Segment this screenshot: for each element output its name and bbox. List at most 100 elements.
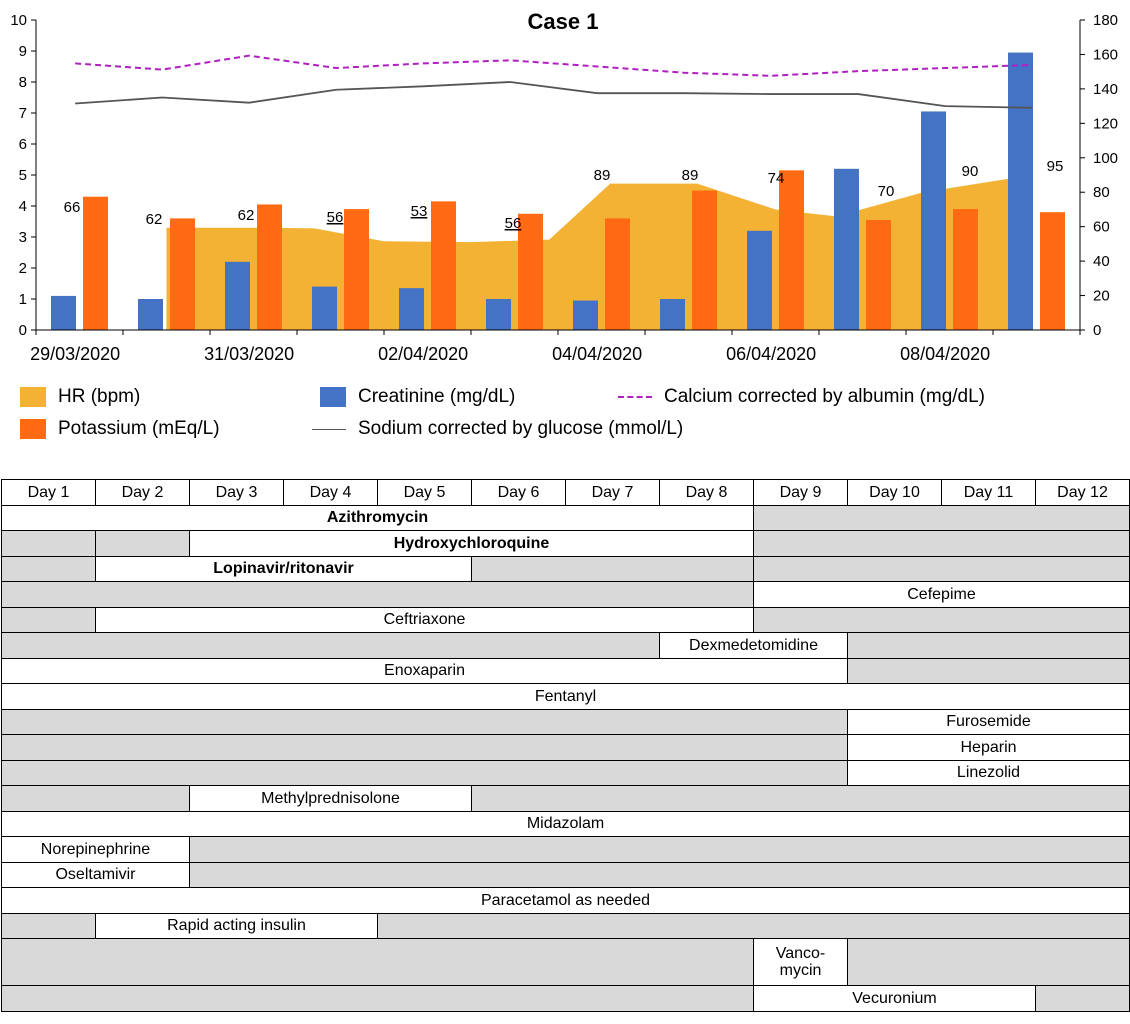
potassium-bar — [518, 213, 543, 330]
medication-inactive-cell — [1, 985, 754, 1012]
hr-data-label: 66 — [64, 199, 81, 216]
medication-active-cell: Midazolam — [1, 810, 1130, 837]
right-axis-tick-label: 80 — [1093, 184, 1110, 201]
day-header-cell: Day 1 — [1, 479, 96, 506]
creatinine-bar — [747, 230, 772, 330]
medication-inactive-cell — [1, 759, 848, 786]
medication-inactive-cell — [1, 912, 96, 939]
potassium-bar — [953, 209, 978, 330]
left-axis-tick-label: 5 — [19, 167, 27, 184]
legend-swatch-hr — [20, 387, 46, 407]
right-axis-tick-label: 120 — [1093, 115, 1118, 132]
table-row: Azithromycin — [1, 504, 1130, 531]
table-row: Lopinavir/ritonavir — [1, 555, 1130, 582]
medication-active-cell: Ceftriaxone — [95, 606, 754, 633]
table-row: Rapid acting insulin — [1, 912, 1130, 939]
table-row: Oseltamivir — [1, 861, 1130, 888]
right-axis-tick-label: 0 — [1093, 322, 1101, 339]
day-header-cell: Day 11 — [941, 479, 1036, 506]
creatinine-bar — [1008, 52, 1033, 331]
medication-active-cell: Azithromycin — [1, 504, 754, 531]
day-header-cell: Day 6 — [471, 479, 566, 506]
hr-data-label: 62 — [146, 211, 163, 228]
hr-data-label: 89 — [682, 167, 699, 184]
medication-inactive-cell — [847, 632, 1130, 659]
creatinine-bar — [834, 168, 859, 330]
hr-data-label: 70 — [878, 183, 895, 200]
medication-inactive-cell — [847, 657, 1130, 684]
creatinine-bar — [660, 299, 685, 330]
day-header-cell: Day 2 — [95, 479, 190, 506]
left-axis-tick-label: 1 — [19, 291, 27, 308]
medication-active-cell: Enoxaparin — [1, 657, 848, 684]
medication-inactive-cell — [1035, 985, 1130, 1012]
day-header-cell: Day 12 — [1035, 479, 1130, 506]
potassium-bar — [170, 218, 195, 330]
potassium-bar — [257, 204, 282, 330]
potassium-bar — [866, 219, 891, 330]
day-header-cell: Day 8 — [659, 479, 754, 506]
medication-inactive-cell — [753, 606, 1130, 633]
medication-active-cell: Norepinephrine — [1, 836, 190, 863]
potassium-bar — [344, 209, 369, 330]
table-row: Midazolam — [1, 810, 1130, 837]
left-axis-tick-label: 4 — [19, 198, 27, 215]
medication-active-cell: Heparin — [847, 734, 1130, 761]
table-row: Paracetamol as needed — [1, 887, 1130, 914]
medication-inactive-cell — [1, 555, 96, 582]
medication-active-cell: Vecuronium — [753, 985, 1036, 1012]
potassium-bar — [779, 170, 804, 330]
right-axis-tick-label: 20 — [1093, 288, 1110, 305]
potassium-bar — [431, 201, 456, 330]
table-row: Hydroxychloroquine — [1, 530, 1130, 557]
medication-inactive-cell — [1, 734, 848, 761]
medication-active-cell: Oseltamivir — [1, 861, 190, 888]
table-row: Enoxaparin — [1, 657, 1130, 684]
right-axis-tick-label: 100 — [1093, 150, 1118, 167]
hr-data-label: 56 — [327, 209, 344, 226]
potassium-bar — [83, 196, 108, 330]
medication-active-cell: Methylprednisolone — [189, 785, 472, 812]
x-axis-tick-label: 29/03/2020 — [30, 344, 120, 364]
hr-data-label: 89 — [594, 167, 611, 184]
medication-inactive-cell — [1, 632, 660, 659]
right-axis-tick-label: 140 — [1093, 81, 1118, 98]
x-axis-tick-label: 04/04/2020 — [552, 344, 642, 364]
creatinine-bar — [225, 261, 250, 330]
left-axis-tick-label: 9 — [19, 43, 27, 60]
bar-group — [51, 52, 1065, 331]
hr-data-label: 62 — [238, 207, 255, 224]
legend-item-potassium: Potassium (mEq/L) — [20, 418, 220, 440]
legend-swatch-calcium — [618, 396, 652, 398]
legend-label-hr: HR (bpm) — [58, 386, 141, 407]
hr-data-label: 90 — [962, 163, 979, 180]
table-row: Fentanyl — [1, 683, 1130, 710]
hr-data-label: 95 — [1047, 158, 1064, 175]
creatinine-bar — [921, 111, 946, 330]
left-axis-tick-label: 3 — [19, 229, 27, 246]
table-row: Dexmedetomidine — [1, 632, 1130, 659]
legend-item-creatinine: Creatinine (mg/dL) — [320, 386, 515, 408]
table-row: Methylprednisolone — [1, 785, 1130, 812]
medication-active-cell: Hydroxychloroquine — [189, 530, 754, 557]
left-axis-tick-label: 0 — [19, 322, 27, 339]
medication-inactive-cell — [753, 530, 1130, 557]
legend-swatch-potassium — [20, 419, 46, 439]
legend-swatch-sodium — [312, 428, 346, 430]
medication-inactive-cell — [189, 861, 1130, 888]
medication-inactive-cell — [1, 530, 96, 557]
day-header-cell: Day 3 — [189, 479, 284, 506]
day-header-cell: Day 5 — [377, 479, 472, 506]
hr-data-label: 53 — [411, 203, 428, 220]
table-row: Linezolid — [1, 759, 1130, 786]
table-row: Heparin — [1, 734, 1130, 761]
left-axis-tick-label: 6 — [19, 136, 27, 153]
medication-active-cell: Vanco-mycin — [753, 938, 848, 986]
medication-inactive-cell — [471, 785, 1130, 812]
medication-active-cell: Furosemide — [847, 708, 1130, 735]
potassium-bar — [692, 190, 717, 330]
table-row: Ceftriaxone — [1, 606, 1130, 633]
left-axis-tick-label: 7 — [19, 105, 27, 122]
